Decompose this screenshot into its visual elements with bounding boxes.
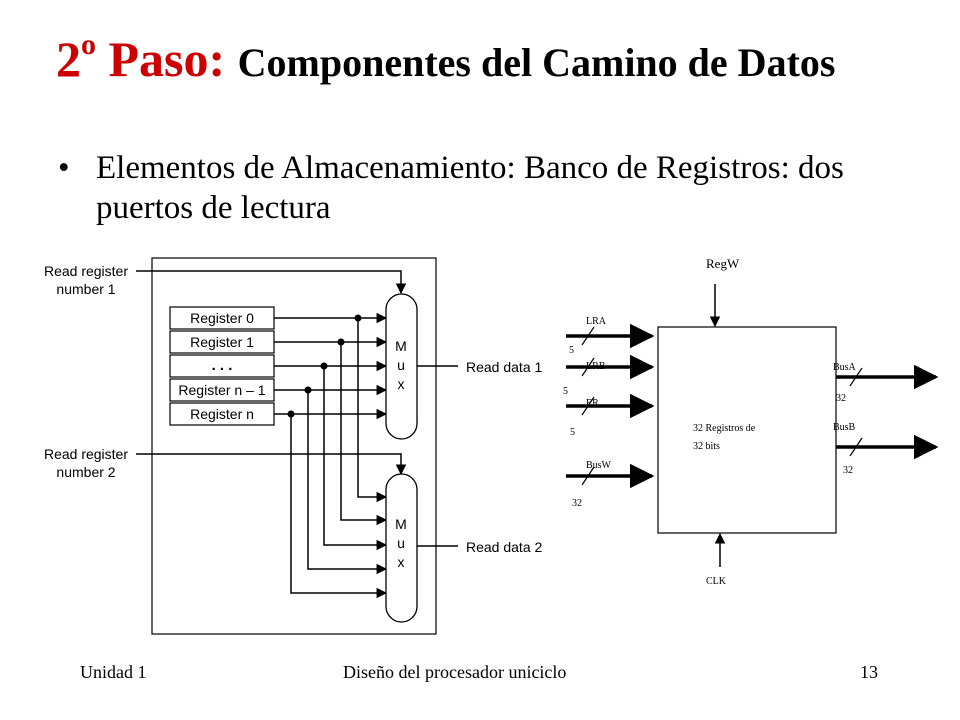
read-register-2-label-line2: number 2	[56, 464, 115, 480]
read-register-2-wire	[136, 453, 407, 476]
register-n-to-mux2	[290, 414, 388, 599]
read-register-1-label-line1: Read register	[44, 263, 128, 279]
register-1-label: Register 1	[190, 334, 254, 350]
lrb-width-slash	[581, 357, 595, 377]
register-n-minus-1-label: Register n – 1	[178, 382, 265, 398]
bullet-text: Elementos de Almacenamiento: Banco de Re…	[96, 150, 844, 226]
mux-2	[385, 473, 418, 623]
right-register-bank: RegW 32 Registros de 32 bits CLK LRA 5 L…	[563, 256, 939, 587]
mux-2-letter-x: x	[398, 554, 405, 570]
lrb-label: LRB	[586, 361, 606, 372]
wire-junction-dots	[287, 314, 362, 418]
bus-input-lines	[566, 323, 655, 489]
er-width-slash	[581, 396, 595, 416]
busb-label: BusB	[833, 422, 856, 433]
register-ellipsis-label: . . .	[212, 357, 233, 374]
read-register-1-wire	[136, 270, 407, 295]
regw-label: RegW	[706, 256, 740, 271]
title-subtitle: Componentes del Camino de Datos	[237, 40, 836, 85]
lra-width-slash	[581, 326, 595, 346]
junction-dot	[354, 314, 362, 322]
mux-2-letter-m: M	[395, 516, 407, 532]
left-register-file: Read register number 1 Read register num…	[44, 257, 542, 635]
title-step-number: 2	[56, 31, 81, 87]
register-n-label: Register n	[190, 406, 254, 422]
read-data-2-label: Read data 2	[466, 539, 542, 555]
register-bank-text-line2: 32 bits	[693, 441, 720, 452]
lra-label: LRA	[586, 316, 607, 327]
register-file-frame	[151, 257, 437, 635]
slide-title: 2o Paso: Componentes del Camino de Datos	[56, 28, 836, 87]
busw-width-slash	[581, 466, 595, 486]
register-output-wires	[274, 312, 388, 599]
footer-center: Diseño del procesador uniciclo	[343, 662, 567, 682]
register-ellipsis-to-mux2	[323, 366, 388, 551]
register-bank-box	[657, 326, 837, 534]
lrb-width: 5	[563, 386, 568, 397]
register-bank-text-line1: 32 Registros de	[693, 423, 756, 434]
mux-1-letter-x: x	[398, 376, 405, 392]
er-label: ER	[586, 398, 599, 409]
busa-label: BusA	[833, 362, 857, 373]
register-n-minus-1-to-mux2	[307, 390, 388, 575]
lra-width: 5	[569, 345, 574, 356]
bus-width-slashes	[581, 326, 863, 486]
busb-width: 32	[843, 465, 853, 476]
title-step-word: Paso:	[108, 31, 226, 87]
busw-label: BusW	[586, 460, 612, 471]
register-0-label: Register 0	[190, 310, 254, 326]
mux-1-letter-m: M	[395, 338, 407, 354]
register-1-to-mux2	[340, 342, 388, 526]
junction-dot	[304, 386, 312, 394]
junction-dot	[287, 410, 295, 418]
footer-left: Unidad 1	[80, 662, 147, 682]
bullet-dot-icon: •	[58, 150, 70, 186]
title-ordinal: o	[81, 28, 96, 61]
read-register-2-label-line1: Read register	[44, 446, 128, 462]
bullet-item: • Elementos de Almacenamiento: Banco de …	[58, 148, 918, 228]
read-data-1-label: Read data 1	[466, 359, 542, 375]
busw-width: 32	[572, 498, 582, 509]
junction-dot	[320, 362, 328, 370]
clk-label: CLK	[706, 576, 727, 587]
register-0-to-mux2	[357, 318, 388, 503]
er-width: 5	[570, 427, 575, 438]
junction-dot	[337, 338, 345, 346]
read-register-1-label-line2: number 1	[56, 281, 115, 297]
mux-2-letter-u: u	[397, 535, 405, 551]
footer-page-number: 13	[860, 662, 878, 682]
mux-1-letter-u: u	[397, 357, 405, 373]
busa-width: 32	[836, 393, 846, 404]
